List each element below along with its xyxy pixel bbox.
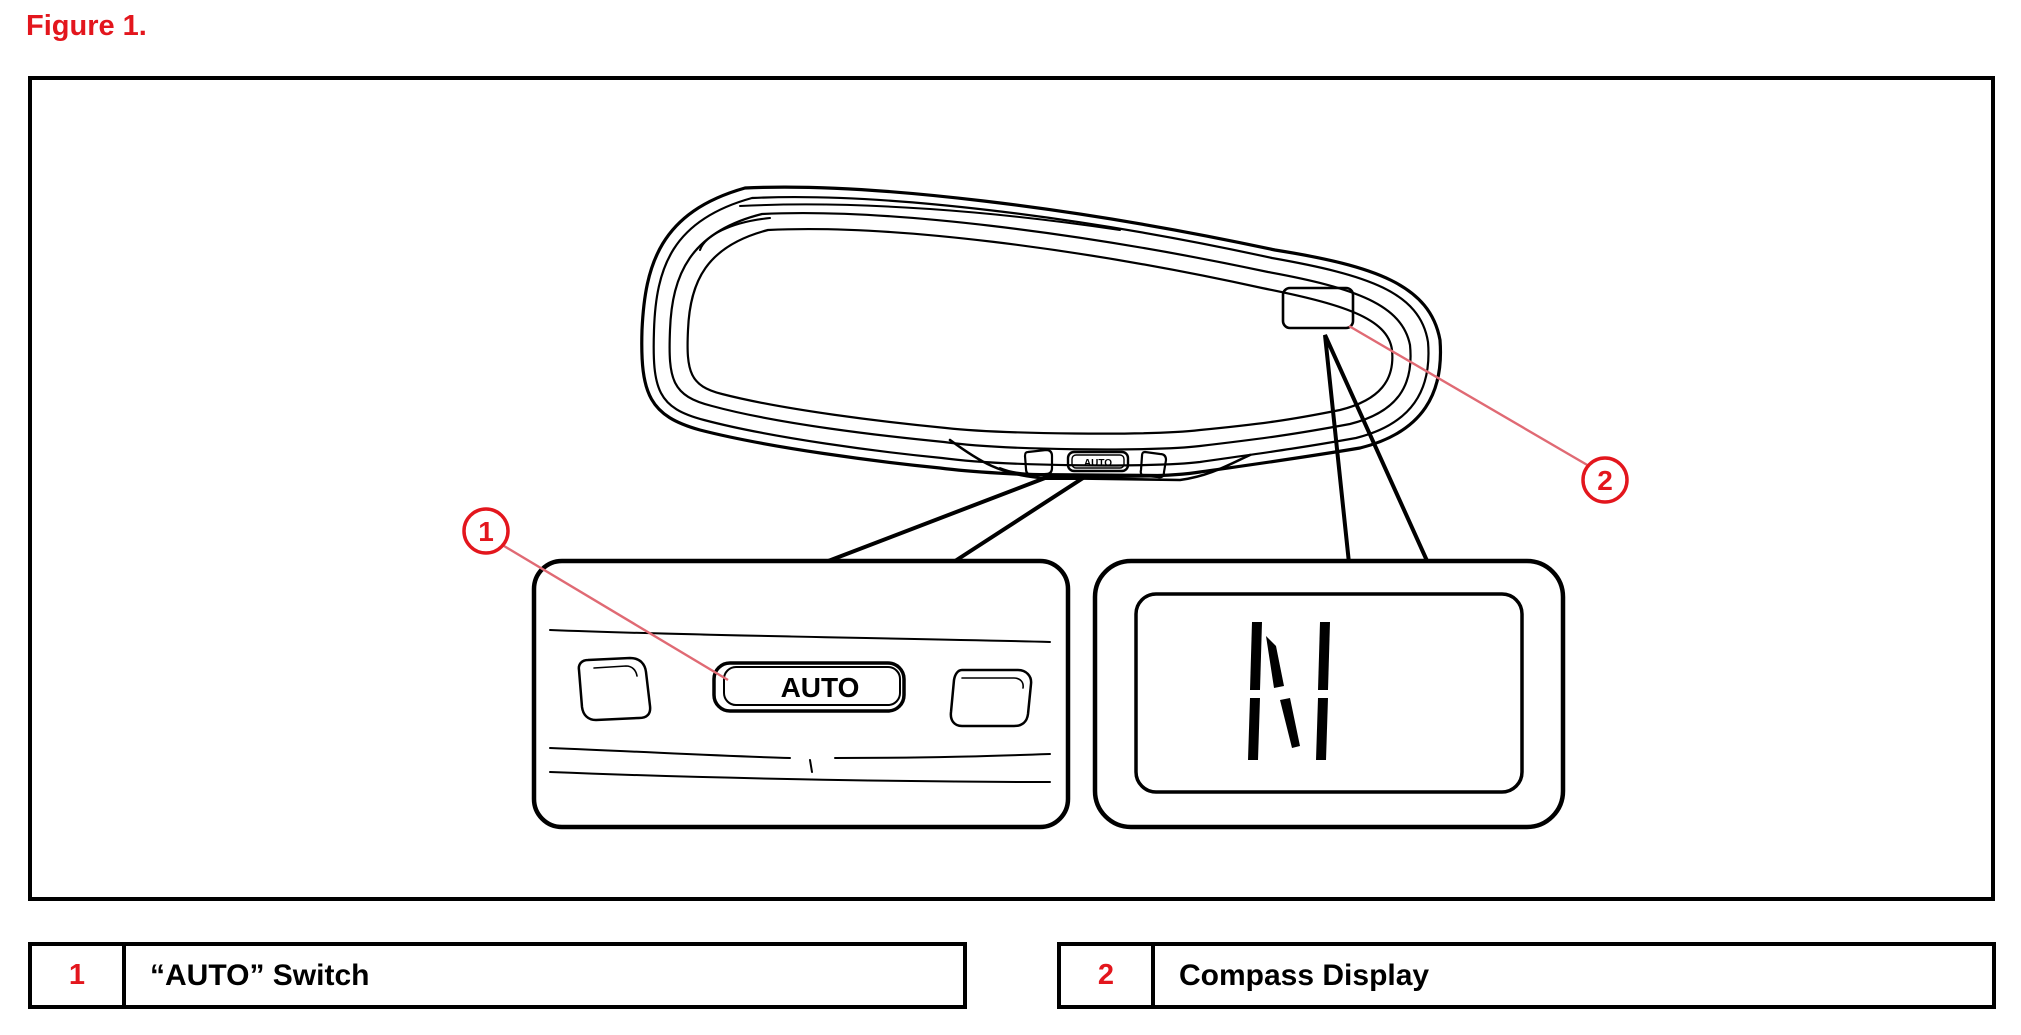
- auto-zoom-line-bottom-1: [549, 747, 791, 759]
- mirror-glass: [686, 228, 1394, 435]
- diagram-frame: [28, 76, 1995, 901]
- zoom-pointer-compass: [1323, 334, 1430, 564]
- legend-item-2-label: Compass Display: [1179, 958, 1430, 992]
- figure-title: Figure 1.: [26, 10, 147, 42]
- auto-zoom-switch-text: AUTO: [781, 672, 860, 703]
- legend-item-1-number: 1: [32, 946, 126, 1005]
- mirror-housing-rim: [652, 196, 1430, 467]
- mirror-left-button: [1023, 448, 1054, 477]
- mirror-auto-button: [1066, 450, 1130, 473]
- auto-zoom-divider-mark: [809, 759, 813, 773]
- compass-zoom-frame: [1092, 558, 1566, 830]
- compass-letter-segments: [1248, 622, 1330, 760]
- mirror-highlight-top: [739, 203, 1121, 231]
- legend-item-2: 2 Compass Display: [1057, 942, 1996, 1009]
- n-segment-left-upper: [1250, 622, 1262, 690]
- mirror-illustration: [640, 185, 1443, 482]
- legend-item-1-label: “AUTO” Switch: [150, 958, 370, 992]
- compass-zoom-screen: [1134, 592, 1524, 794]
- auto-zoom-line-bottom-1b: [834, 753, 1051, 759]
- auto-zoom-left-button-inner: [593, 665, 638, 677]
- n-segment-right-lower: [1316, 698, 1328, 760]
- n-segment-diagonal-lower: [1280, 698, 1300, 748]
- auto-zoom-switch-outer: [712, 661, 906, 713]
- auto-zoom-line-bottom-2: [549, 771, 1051, 783]
- mirror-right-button: [1139, 450, 1168, 479]
- auto-zoom-left-button: [577, 656, 652, 722]
- zoom-pointer-auto: [822, 476, 1090, 565]
- n-segment-left-lower: [1248, 698, 1260, 760]
- n-segment-right-upper: [1318, 622, 1330, 690]
- callout-marker-1: 1: [462, 507, 510, 555]
- mirror-auto-button-text: AUTO: [1084, 458, 1112, 469]
- n-segment-diagonal-upper: [1266, 636, 1284, 688]
- legend-item-2-number: 2: [1061, 946, 1155, 1005]
- compass-zoom-panel: [1092, 558, 1566, 830]
- mirror-bezel: [668, 212, 1412, 451]
- auto-switch-zoom-panel: [531, 558, 1071, 830]
- mirror-auto-button-inner: [1071, 454, 1125, 469]
- mirror-highlight: [699, 217, 771, 251]
- legend-item-1: 1 “AUTO” Switch: [28, 942, 967, 1009]
- callout-2-number: 2: [1597, 465, 1613, 496]
- auto-zoom-switch-inner: [723, 666, 901, 706]
- auto-zoom-line-top: [549, 629, 1051, 643]
- auto-zoom-frame: [531, 558, 1071, 830]
- callout-marker-2: 2: [1581, 456, 1629, 504]
- mirror-compass-window: [1281, 286, 1355, 330]
- callout-1-number: 1: [478, 516, 494, 547]
- auto-zoom-right-button-inner: [961, 677, 1024, 689]
- leader-line-1: [493, 538, 729, 682]
- auto-zoom-right-button: [949, 668, 1033, 728]
- leader-line-2: [1348, 324, 1590, 468]
